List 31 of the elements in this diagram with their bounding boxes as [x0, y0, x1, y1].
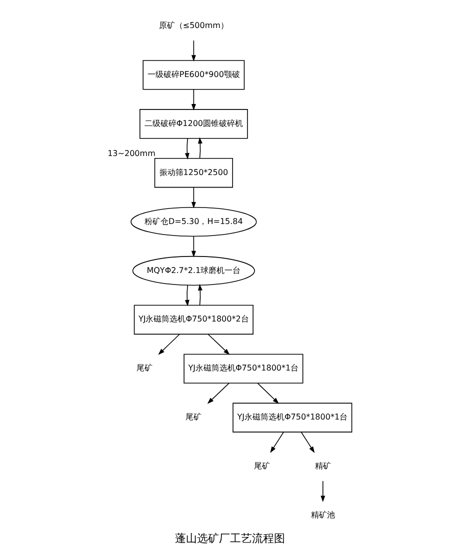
arrow	[158, 334, 180, 355]
arrow	[300, 432, 315, 453]
node-box: 一级破碎PE600*900颚破	[142, 60, 245, 90]
arrow	[320, 480, 326, 502]
node-text: 精矿池	[310, 510, 335, 520]
arrow	[184, 284, 190, 306]
node-text: 尾矿	[186, 412, 202, 422]
arrow	[184, 138, 190, 160]
node-text: 尾矿	[254, 462, 270, 471]
arrow	[257, 382, 279, 404]
node-box: YJ永磁筒选机Φ750*1800*1台	[184, 354, 304, 384]
arrow	[191, 236, 196, 258]
arrow	[198, 137, 202, 159]
node-box: YJ永磁筒选机Φ750*1800*2台	[134, 304, 254, 335]
node-text: 原矿（≤500mm）	[158, 20, 229, 30]
arrow	[270, 432, 284, 453]
arrow	[198, 284, 202, 306]
node-ellipse: 粉矿仓D=5.30，H=15.84	[130, 206, 257, 237]
node-box: YJ永磁筒选机Φ750*1800*1台	[232, 402, 352, 432]
diagram-title: 蓬山选矿厂工艺流程图	[175, 532, 285, 546]
node-text: 尾矿	[136, 364, 153, 373]
arrow	[208, 334, 230, 355]
node-label: 13~200mm	[108, 149, 156, 158]
node-text: 精矿	[314, 462, 331, 471]
arrow	[191, 186, 196, 208]
node-box: 二级破碎Φ1200圆锥破碎机	[140, 109, 248, 139]
node-box: 振动筛1250*2500	[154, 158, 234, 188]
node-ellipse: MQYΦ2.7*2.1球磨机一台	[132, 256, 255, 286]
arrow	[191, 89, 196, 110]
arrow	[207, 382, 230, 404]
arrow	[191, 40, 196, 62]
